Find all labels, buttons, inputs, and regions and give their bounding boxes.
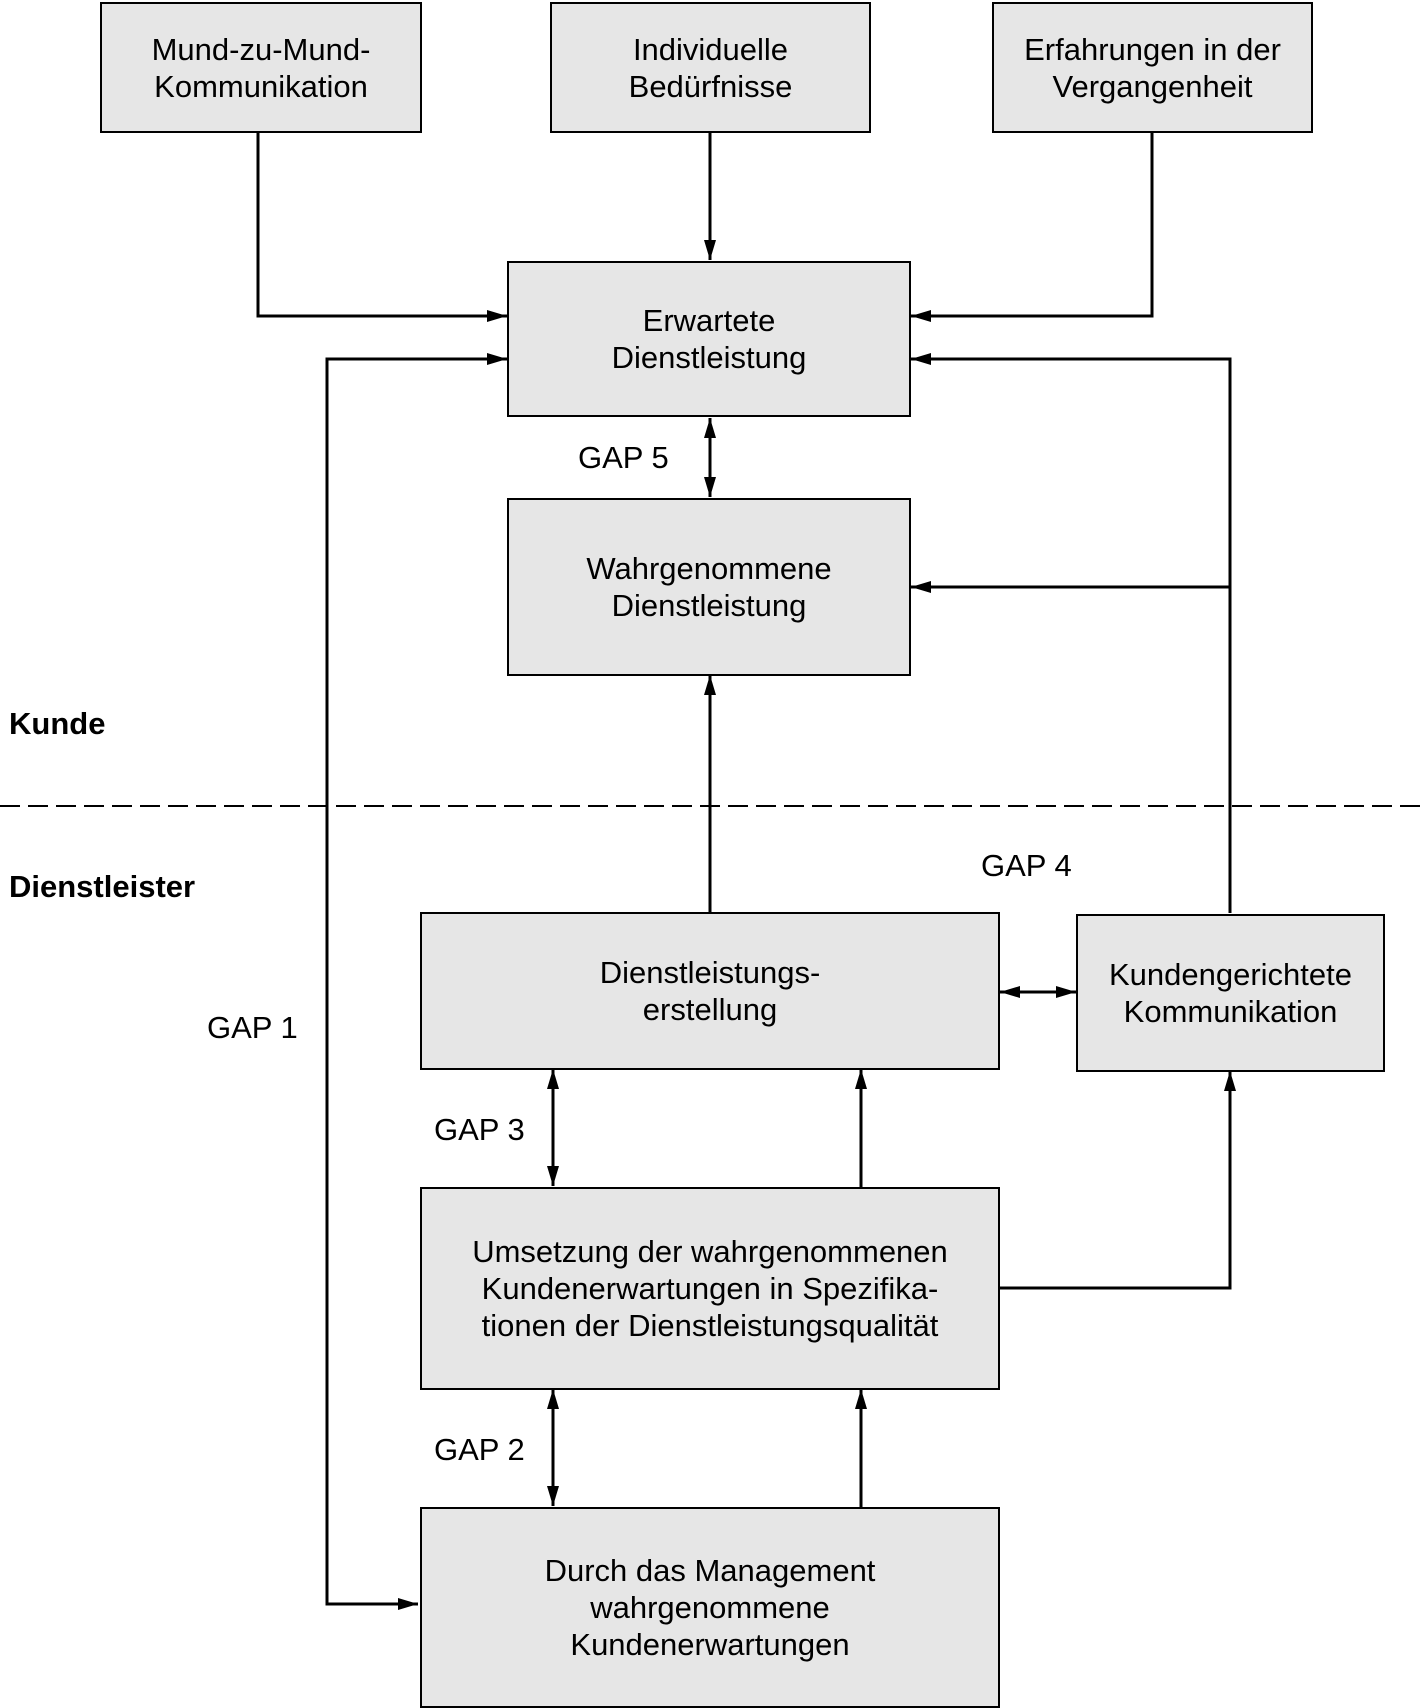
gap4-label: GAP 4 (981, 848, 1072, 883)
provider-zone-label: Dienstleister (9, 869, 196, 904)
gap1-arrow (325, 353, 507, 1610)
past-experience-box: Erfahrungen in der Vergangenheit (992, 2, 1313, 133)
arrow-specs-to-communication (999, 1071, 1236, 1290)
external-communication-box: Kundengerichtete Kommunikation (1076, 914, 1385, 1072)
gap5-label: GAP 5 (578, 440, 669, 475)
word-of-mouth-box: Mund-zu-Mund- Kommunikation (100, 2, 422, 133)
arrow-experience-to-expected (911, 132, 1154, 322)
specifications-box: Umsetzung der wahrgenommenen Kundenerwar… (420, 1187, 1000, 1390)
arrow-communication-to-expected (911, 353, 1232, 913)
gap1-label: GAP 1 (207, 1010, 298, 1045)
customer-zone-label: Kunde (9, 706, 106, 741)
perceived-service-box: Wahrgenommene Dienstleistung (507, 498, 911, 676)
personal-needs-box: Individuelle Bedürfnisse (550, 2, 871, 133)
gap2-label: GAP 2 (434, 1432, 525, 1467)
gap3-label: GAP 3 (434, 1112, 525, 1147)
arrow-word-of-mouth-to-expected (256, 132, 507, 322)
service-delivery-box: Dienstleistungs- erstellung (420, 912, 1000, 1070)
expected-service-box: Erwartete Dienstleistung (507, 261, 911, 417)
management-perceptions-box: Durch das Management wahrgenommene Kunde… (420, 1507, 1000, 1708)
